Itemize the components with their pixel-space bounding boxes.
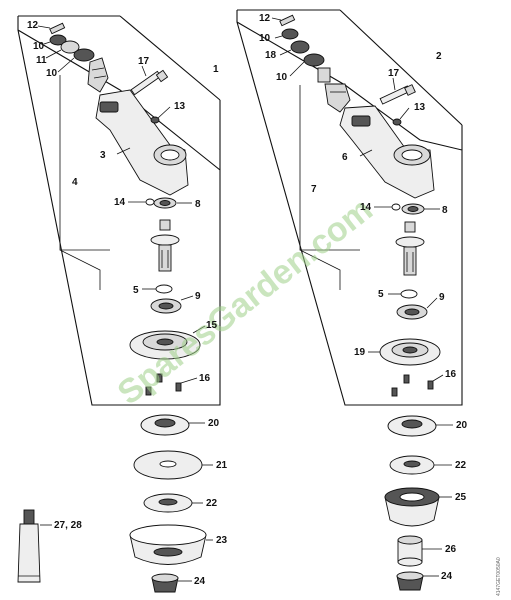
callout-right-10a: 10 [259,33,271,44]
left-bearing-9 [150,298,182,314]
callout-right-19: 19 [354,347,366,358]
left-frame-diagonal [119,15,221,101]
callout-left-5: 5 [133,285,139,296]
right-group-frame [236,10,463,406]
left-gear-housing [95,89,189,196]
left-group-4-leader [59,249,101,290]
callout-left-14: 14 [114,197,126,208]
callout-left-21: 21 [216,460,228,471]
callout-right-2: 2 [436,51,442,62]
callout-left-10b: 10 [46,68,58,79]
left-plate-22 [143,493,193,513]
callout-left-9: 9 [195,291,201,302]
callout-left-1: 1 [213,64,219,75]
right-bolt-17 [379,84,416,105]
callout-right-13: 13 [414,102,426,113]
right-plate-20 [387,415,437,437]
callout-right-10b: 10 [276,72,288,83]
left-screw-12 [49,22,66,35]
right-gear-housing [339,105,435,199]
callout-right-22: 22 [455,460,467,471]
left-ring-10b [73,48,95,62]
callout-left-16: 16 [199,373,211,384]
callout-right-25: 25 [455,492,467,503]
right-nut-24 [396,571,424,591]
right-frame-diagonal [339,9,463,126]
left-washer-14 [145,198,155,206]
watermark-text: SparesGarden.com [111,190,380,412]
callout-right-16: 16 [445,369,457,380]
callout-left-15: 15 [206,320,218,331]
left-group-frame [17,16,221,406]
callout-27-28: 27, 28 [54,520,82,531]
left-output-shaft [150,219,180,272]
right-ring-10a [281,28,299,40]
callout-left-24: 24 [194,576,206,587]
callout-right-6: 6 [342,152,348,163]
right-thrust-plate-19 [379,338,441,366]
right-grease-nipple-13 [392,118,402,126]
right-bearing-9 [396,304,428,320]
left-screws-16 [145,373,182,396]
callout-left-22: 22 [206,498,218,509]
callout-right-26: 26 [445,544,457,555]
left-grease-nipple-13 [150,116,160,124]
callout-left-3: 3 [100,150,106,161]
leader-lines [37,17,453,582]
left-plate-20 [140,414,190,436]
callout-right-20: 20 [456,420,468,431]
right-group-7-leader [299,249,341,290]
right-screw-12 [279,14,296,27]
right-washer-14 [391,203,401,211]
left-assembly [17,15,221,593]
callout-left-8: 8 [195,199,201,210]
right-bevel-gear [317,67,351,113]
right-washer-5 [400,289,418,299]
callout-right-24: 24 [441,571,453,582]
left-bevel-gear [87,57,109,93]
callout-right-12: 12 [259,13,271,24]
callout-left-10a: 10 [33,41,45,52]
callout-right-7: 7 [311,184,317,195]
callout-right-18: 18 [265,50,277,61]
left-nut-24 [151,573,179,593]
grease-tube [17,509,41,583]
left-bolt-17 [130,69,169,96]
callout-right-14: 14 [360,202,372,213]
callout-labels: 12 10 11 10 17 1 13 3 4 14 8 5 9 15 16 2… [27,13,468,587]
right-plate-22 [389,455,435,475]
drawing-code: 4147GET0050A0 [496,557,502,596]
callout-left-11: 11 [36,55,47,66]
left-ring-11 [60,40,80,54]
callout-left-4: 4 [72,177,78,188]
left-thrust-plate-15 [129,330,201,360]
callout-right-8: 8 [442,205,448,216]
right-ring-10b [303,53,325,67]
callout-left-13: 13 [174,101,186,112]
callout-right-5: 5 [378,289,384,300]
callout-left-17: 17 [138,56,150,67]
callout-left-12: 12 [27,20,39,31]
left-ring-10a [49,34,67,46]
right-cup-25 [384,487,440,527]
right-assembly [236,9,463,591]
right-bearing-8 [401,203,425,215]
left-washer-5 [155,284,173,294]
right-bushing-26 [397,535,423,567]
right-ring-18 [290,40,310,54]
left-cup-23 [129,524,207,565]
callout-right-9: 9 [439,292,445,303]
left-plate-21 [133,450,203,480]
left-bearing-8 [153,197,177,209]
callout-left-20: 20 [208,418,220,429]
right-screws-16 [391,374,434,397]
callout-left-23: 23 [216,535,228,546]
right-output-shaft [395,221,425,276]
callout-right-17: 17 [388,68,400,79]
